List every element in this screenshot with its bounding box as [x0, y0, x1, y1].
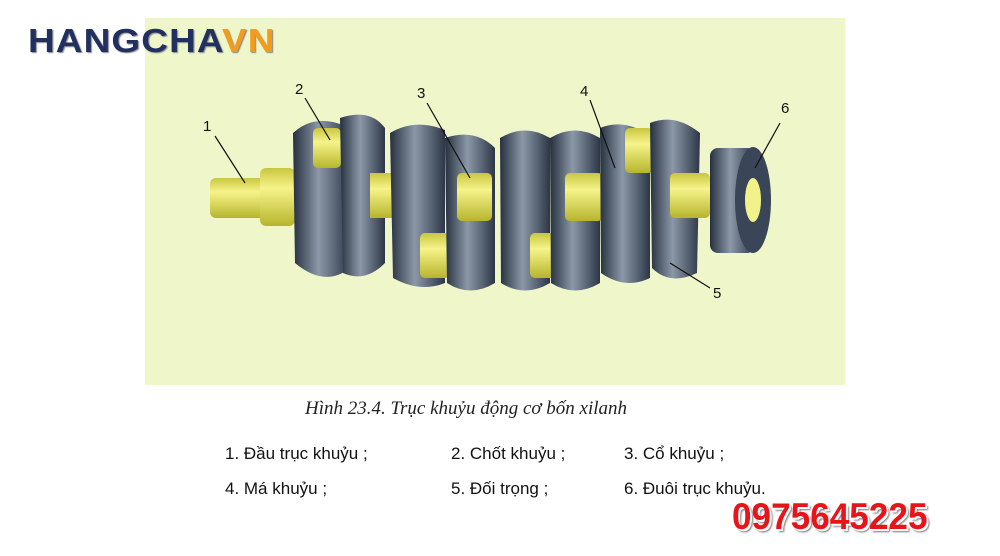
legend-item-5: 5. Đối trọng ; [451, 479, 549, 498]
legend-item-2: 2. Chốt khuỷu ; [451, 444, 566, 463]
crank-nose-shaft [210, 178, 270, 218]
figure-caption: Hình 23.4. Trục khuỷu động cơ bốn xilanh [305, 398, 628, 419]
flange-bore [745, 178, 761, 222]
logo-accent-text: VN [222, 22, 276, 59]
crank-throws [293, 114, 710, 291]
label-5: 5 [713, 285, 721, 302]
label-6: 6 [781, 100, 789, 117]
leader-lines [214, 97, 781, 289]
hangcha-logo: HANGCHAVN [28, 22, 276, 60]
legend-item-4: 4. Má khuỷu ; [225, 479, 328, 498]
legend-item-3: 3. Cổ khuỷu ; [624, 444, 725, 463]
label-2: 2 [295, 81, 303, 98]
legend-item-6: 6. Đuôi trục khuỷu. [624, 479, 766, 498]
logo-text: HANGCHA [28, 22, 223, 59]
crank-nose-collar [260, 168, 295, 226]
crankshaft-diagram: 1 2 3 4 5 6 [203, 81, 789, 302]
label-1: 1 [203, 118, 211, 135]
phone-number: 0975645225 [732, 496, 928, 537]
label-4: 4 [580, 83, 588, 100]
legend-item-1: 1. Đầu trục khuỷu ; [225, 444, 368, 463]
label-3: 3 [417, 85, 425, 102]
